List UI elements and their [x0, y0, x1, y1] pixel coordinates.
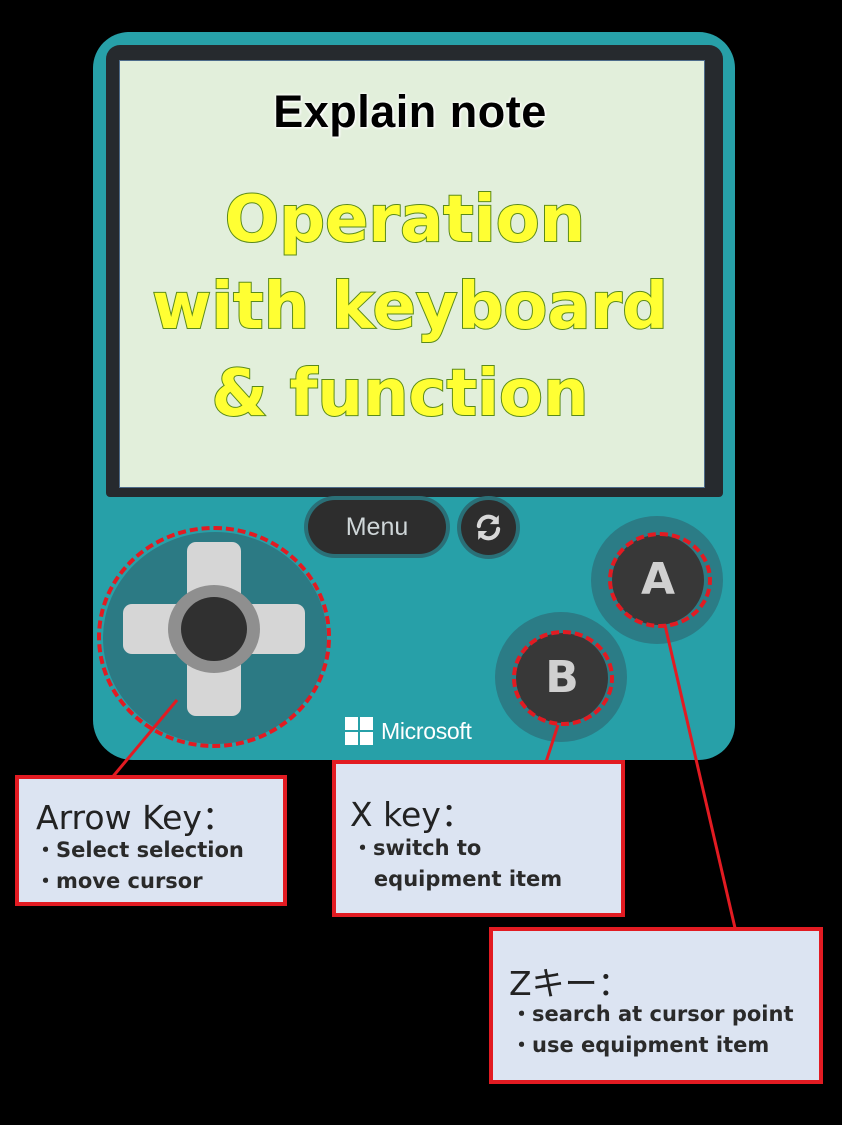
screen-heading-line-2: with keyboard — [151, 269, 669, 345]
brand-name: Microsoft — [381, 718, 472, 744]
screen-heading-line-1: Operation — [224, 182, 586, 258]
screen-title: Explain note — [273, 86, 547, 137]
restart-button[interactable] — [461, 500, 516, 555]
microsoft-logo-icon — [345, 717, 375, 747]
x-key-line-1: ・switch to — [352, 836, 482, 860]
z-key-line-1: ・search at cursor point — [511, 1002, 794, 1026]
dpad-highlight-ring — [97, 526, 331, 748]
x-key-line-2: equipment item — [352, 867, 563, 891]
z-key-line-2: ・use equipment item — [511, 1033, 770, 1057]
x-key-title: X key： — [350, 795, 474, 834]
menu-button[interactable]: Menu — [308, 500, 446, 554]
b-button-highlight-ring — [512, 630, 614, 726]
arrow-key-line-2: ・move cursor — [35, 869, 203, 893]
x-key-callout: X key： ・switch to equipment item — [332, 760, 625, 917]
a-button-highlight-ring — [608, 532, 712, 628]
z-key-callout: Zキー： ・search at cursor point ・use equipm… — [489, 927, 823, 1084]
screen-heading-line-3: & function — [210, 356, 589, 432]
refresh-icon — [476, 514, 501, 541]
arrow-key-line-1: ・Select selection — [35, 838, 244, 862]
arrow-key-title: Arrow Key： — [36, 798, 235, 837]
arrow-key-callout: Arrow Key： ・Select selection ・move curso… — [15, 775, 287, 906]
game-screen — [119, 60, 705, 488]
z-key-title: Zキー： — [509, 964, 631, 1003]
